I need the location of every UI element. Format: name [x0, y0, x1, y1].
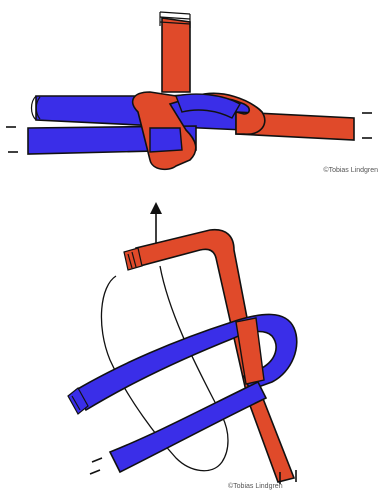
red-rope-cut-end — [124, 248, 142, 270]
tying-step-illustration: ©Tobias Lindgren — [0, 200, 382, 492]
blue-rope-lower-crossing — [150, 128, 182, 152]
illustration-credit: ©Tobias Lindgren — [228, 483, 283, 490]
red-rope-standing-part — [162, 18, 190, 92]
finished-knot-illustration: ©Tobias Lindgren — [0, 0, 382, 200]
illustration-credit: ©Tobias Lindgren — [323, 167, 378, 174]
blue-rope-lower-strand — [110, 382, 266, 472]
tying-step-drawing — [0, 200, 382, 492]
